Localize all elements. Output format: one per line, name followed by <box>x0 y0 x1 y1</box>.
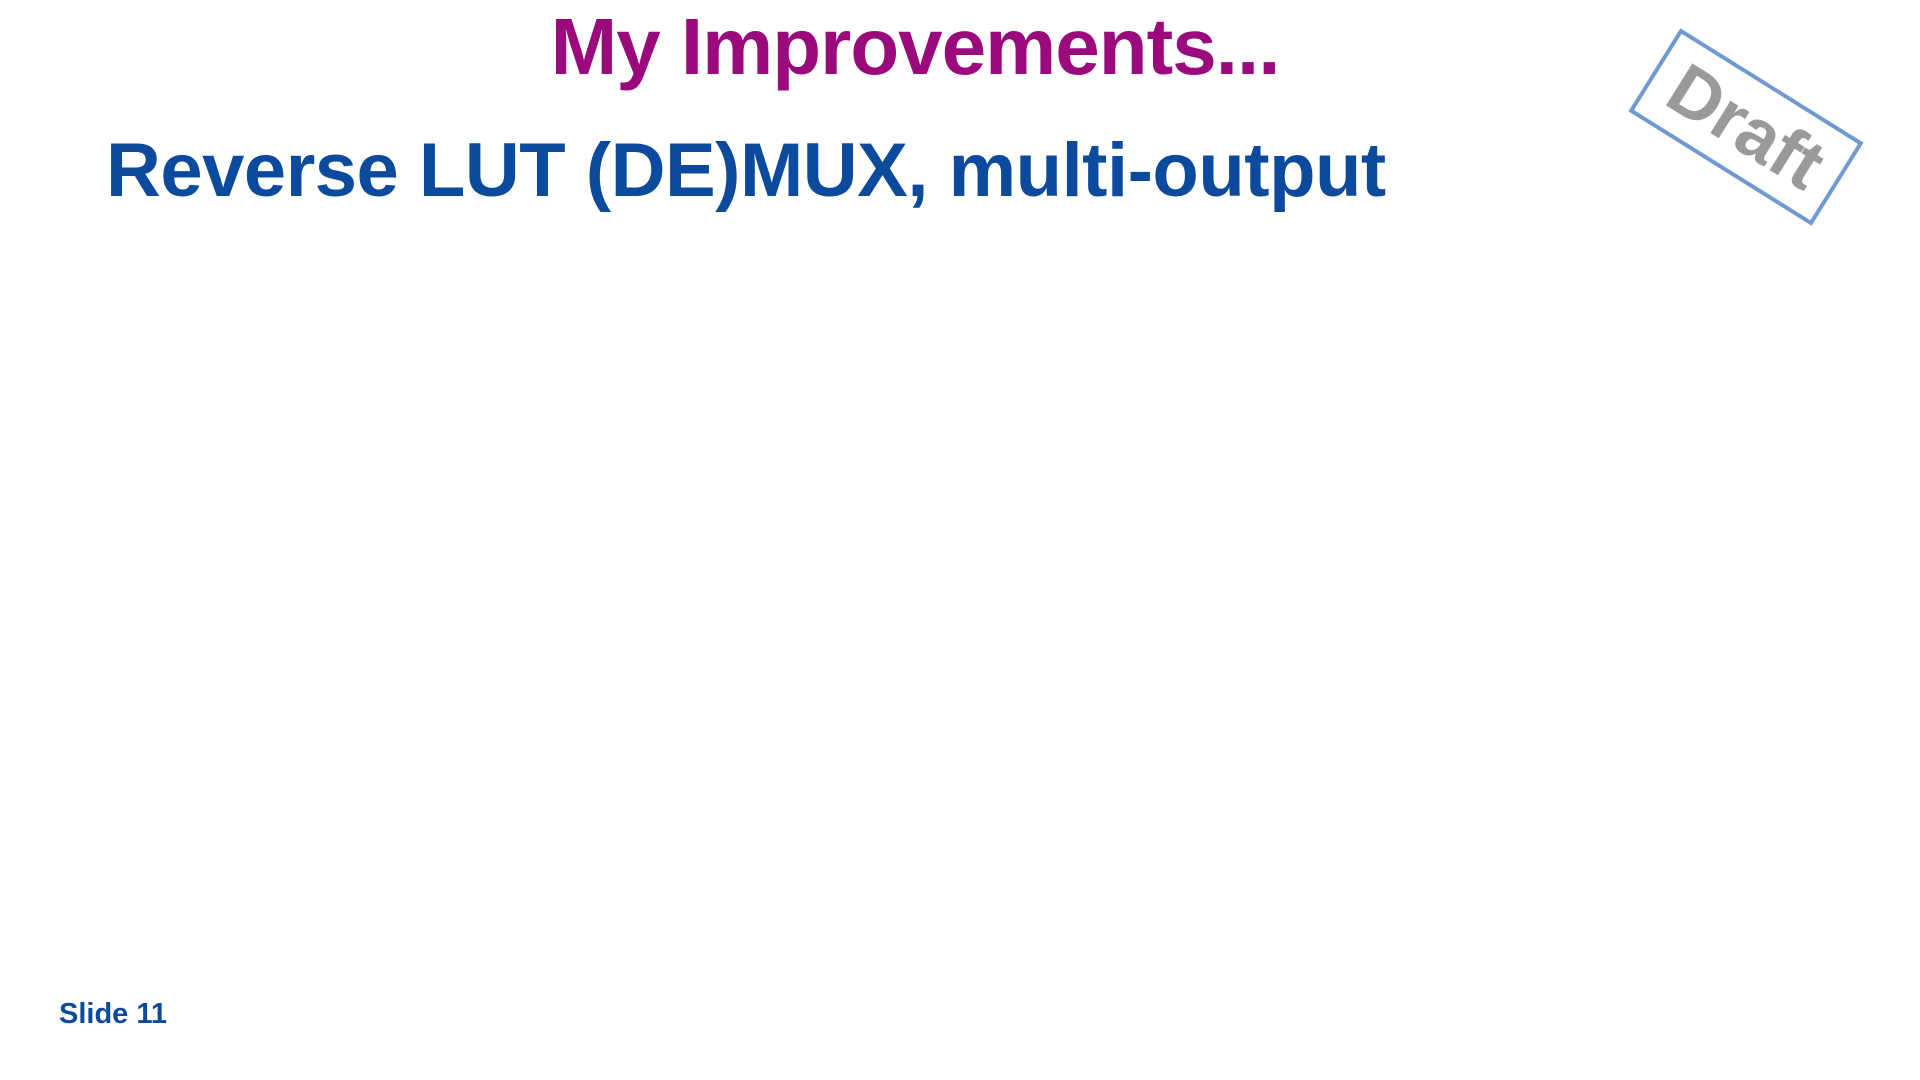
slide-subtitle: Reverse LUT (DE)MUX, multi-output <box>106 128 1386 213</box>
slide-title: My Improvements... <box>550 2 1281 91</box>
slide-number: Slide 11 <box>59 998 168 1030</box>
